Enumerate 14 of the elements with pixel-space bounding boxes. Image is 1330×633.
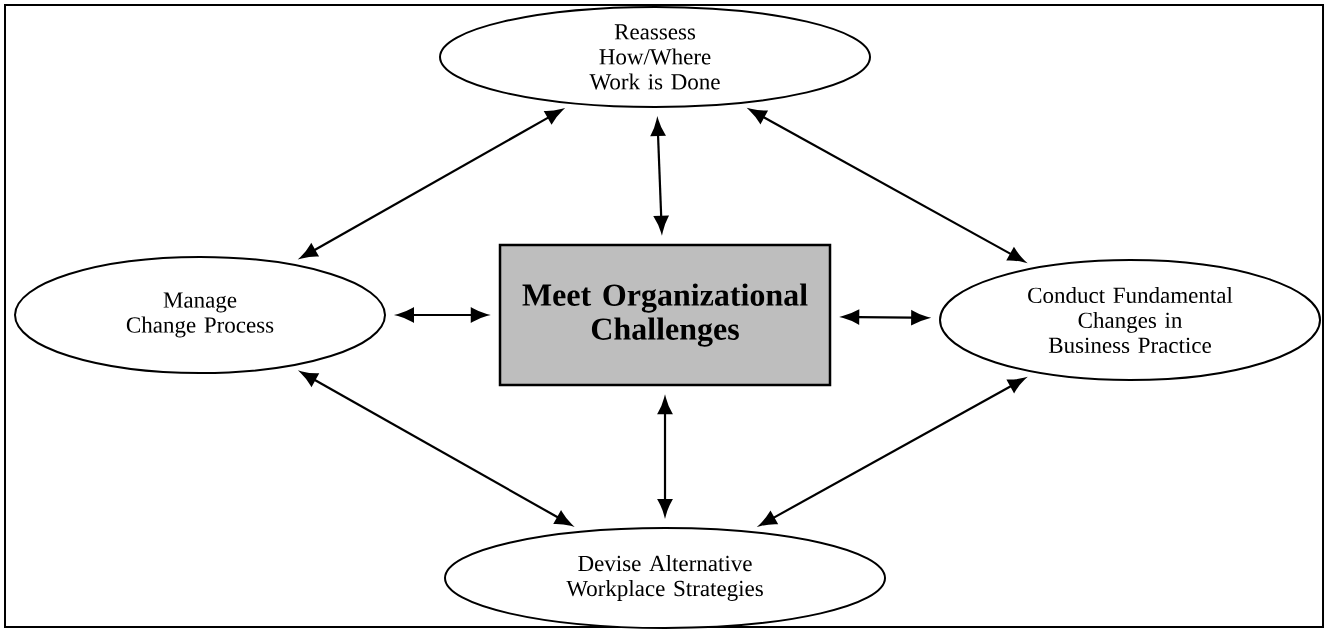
double-arrow: [749, 108, 1025, 263]
double-arrow: [842, 309, 928, 325]
double-arrow: [657, 397, 673, 516]
double-arrow: [300, 109, 563, 259]
ellipse-node: Conduct Fundamental Changes in Business Practice: [939, 259, 1321, 381]
ellipse-node: Devise Alternative Workplace Strategies: [444, 527, 886, 629]
double-arrow: [397, 307, 488, 323]
double-arrow: [300, 371, 572, 526]
node-label: Devise Alternative Workplace Strategies: [566, 555, 763, 601]
double-arrow: [759, 377, 1026, 527]
center-box: Meet Organizational Challenges: [498, 243, 832, 387]
ellipse-node: Reassess How/Where Work is Done: [439, 6, 871, 108]
ellipse-node: Manage Change Process: [14, 256, 386, 374]
double-arrow: [650, 119, 669, 233]
